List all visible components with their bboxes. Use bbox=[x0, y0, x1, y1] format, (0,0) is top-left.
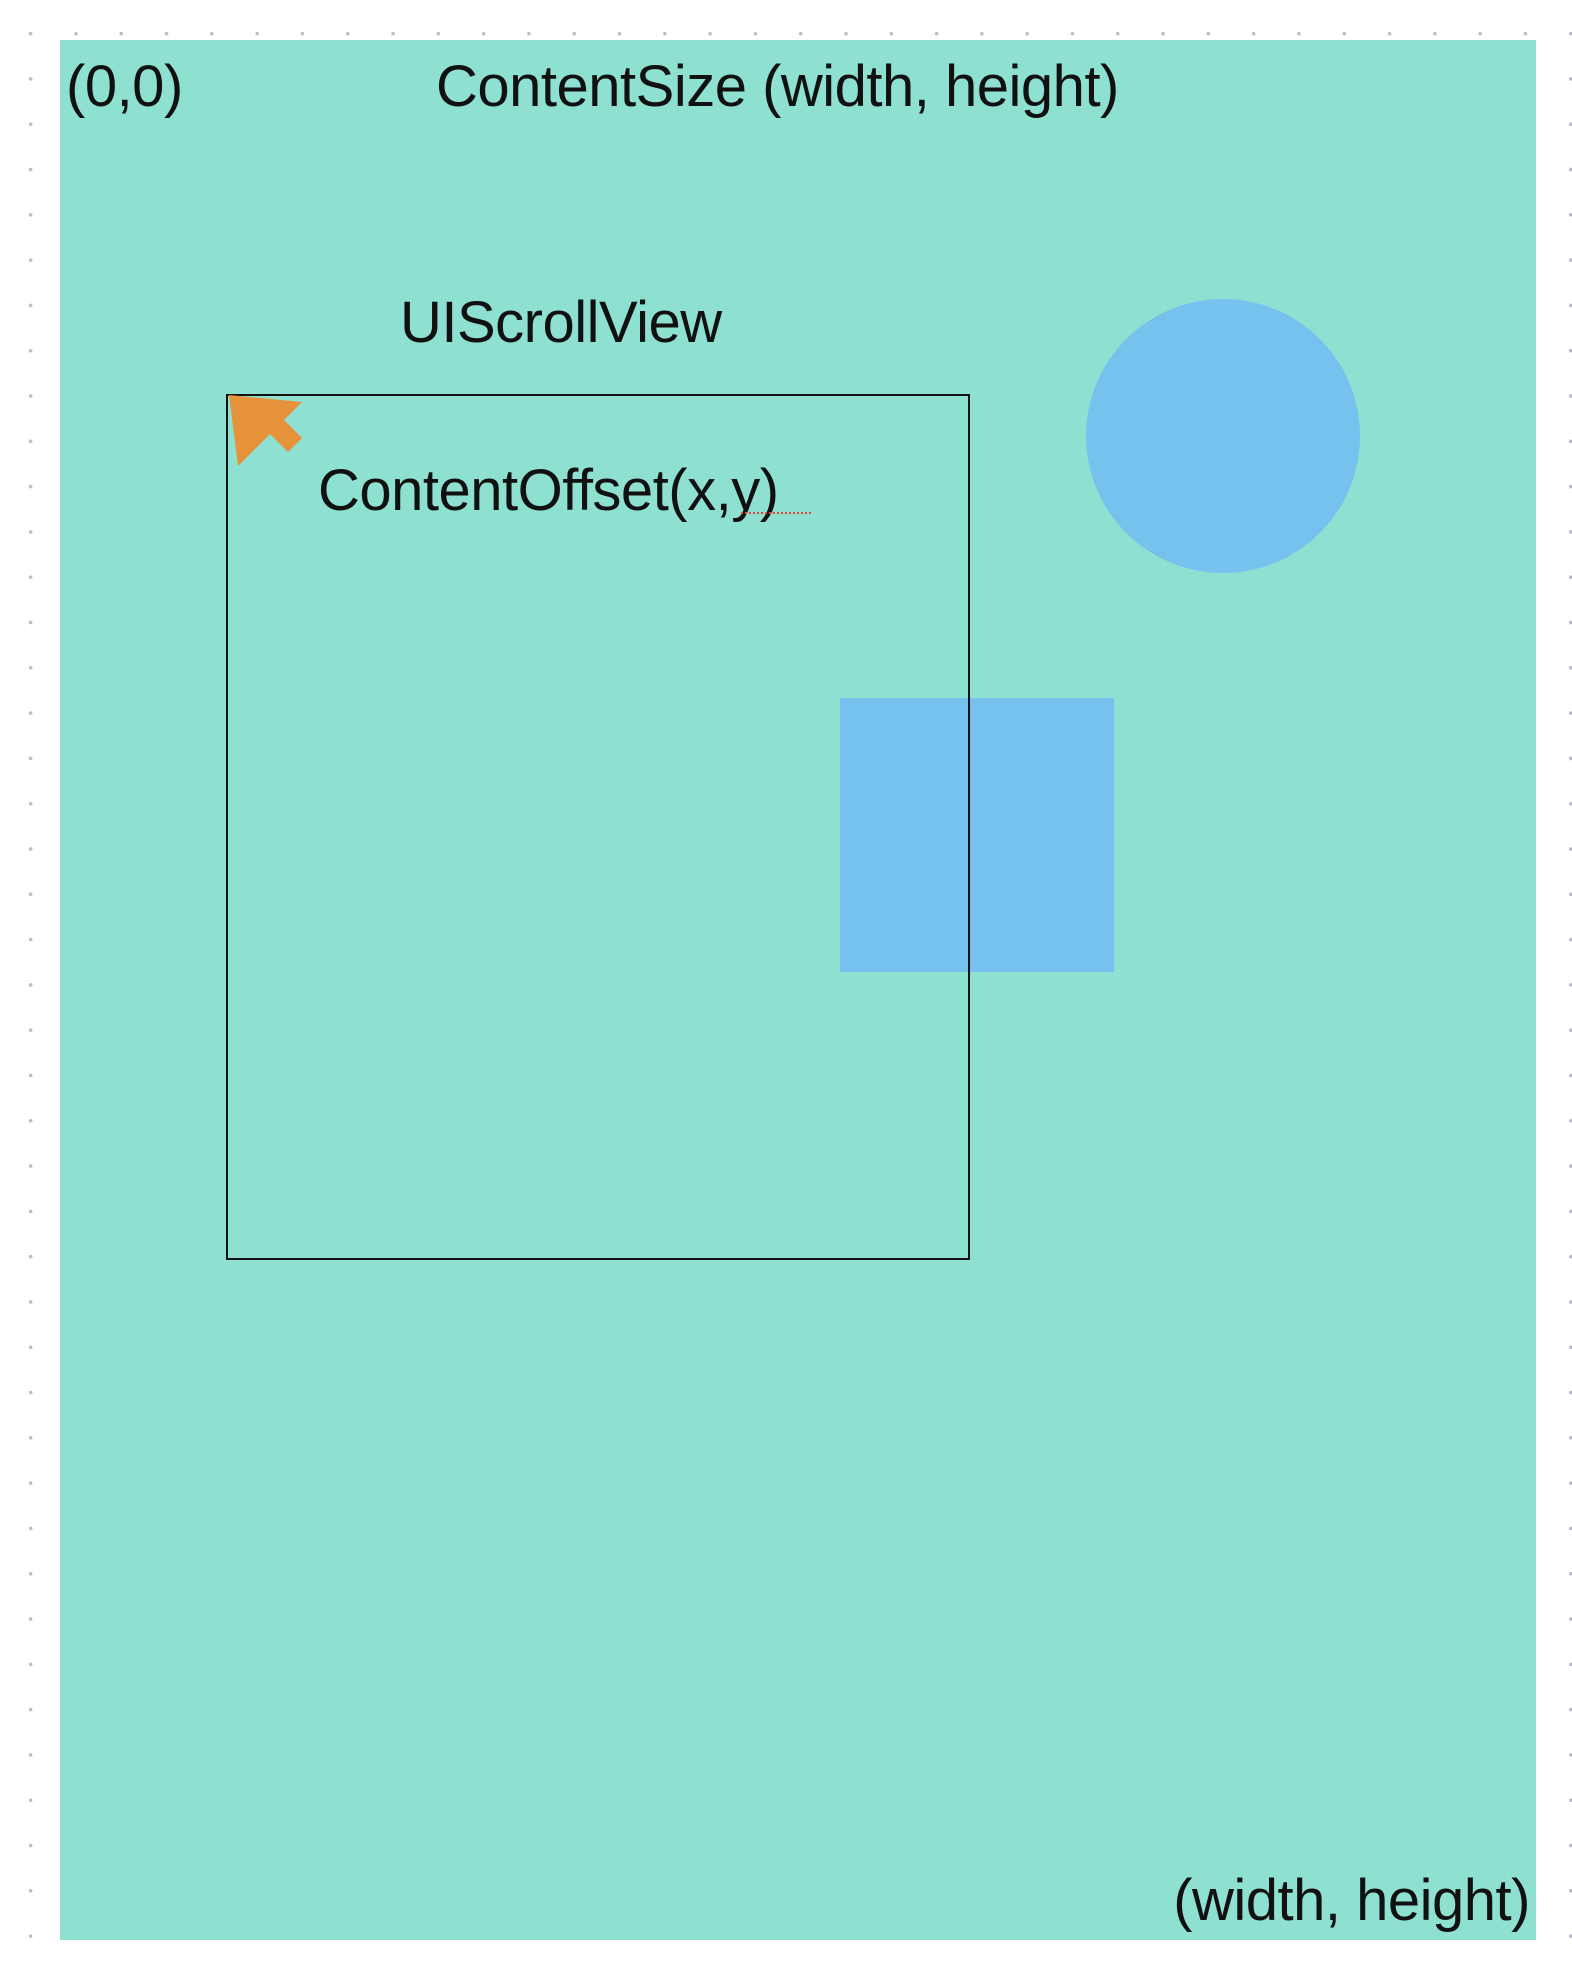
circle-shape bbox=[1086, 299, 1360, 573]
square-shape bbox=[840, 698, 1114, 972]
arrow-up-left-icon bbox=[229, 395, 302, 466]
origin-label: (0,0) bbox=[66, 54, 183, 119]
scroll-view-frame bbox=[226, 394, 970, 1260]
scroll-view-label: UIScrollView bbox=[400, 290, 722, 355]
content-size-label: ContentSize (width, height) bbox=[436, 54, 1119, 119]
content-offset-label: ContentOffset(x,y) bbox=[318, 458, 779, 523]
spellcheck-underline bbox=[741, 512, 811, 514]
bottom-right-label: (width, height) bbox=[1173, 1868, 1530, 1933]
arrow-up-left-icon-shape bbox=[229, 395, 302, 466]
